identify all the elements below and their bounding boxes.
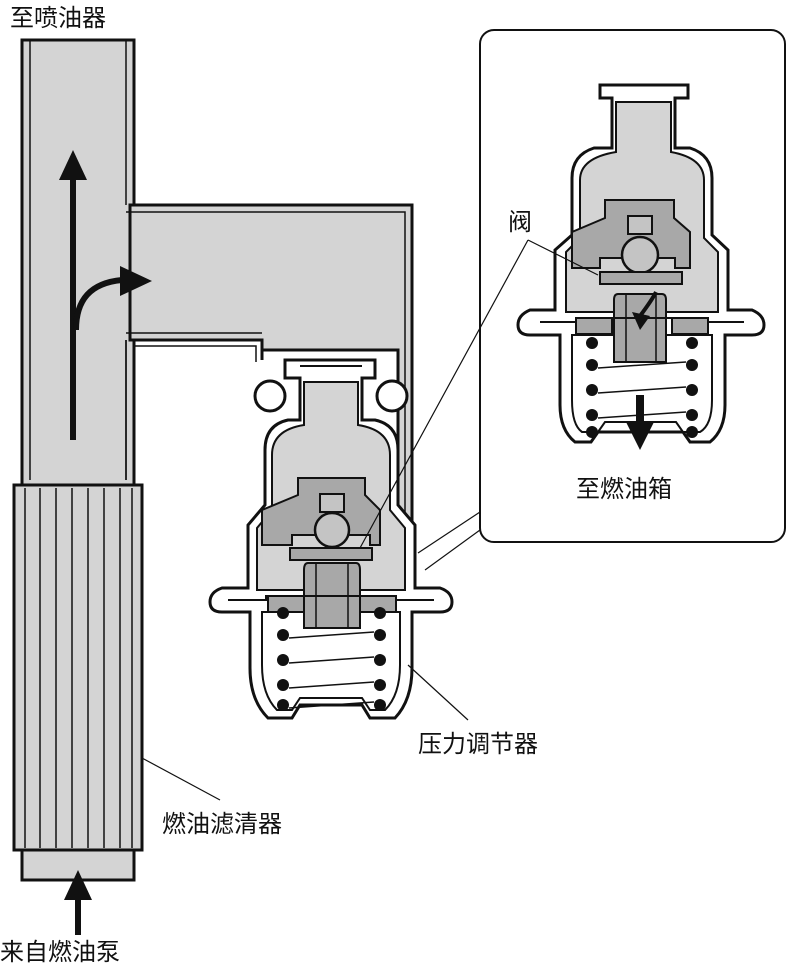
label-to-tank: 至燃油箱 xyxy=(576,475,672,503)
fuel-pipe xyxy=(20,38,414,587)
pressure-regulator xyxy=(208,358,454,720)
inlet-arrow xyxy=(64,870,92,935)
fuel-filter xyxy=(12,483,144,882)
label-pressure-regulator: 压力调节器 xyxy=(418,730,538,758)
label-fuel-filter: 燃油滤清器 xyxy=(162,810,282,838)
label-to-injector: 至喷油器 xyxy=(10,4,106,32)
label-valve: 阀 xyxy=(508,208,532,236)
label-from-pump: 来自燃油泵 xyxy=(0,938,120,966)
zoom-callout xyxy=(417,29,786,571)
flow-arrows xyxy=(59,150,152,440)
leader-lines xyxy=(141,239,599,801)
